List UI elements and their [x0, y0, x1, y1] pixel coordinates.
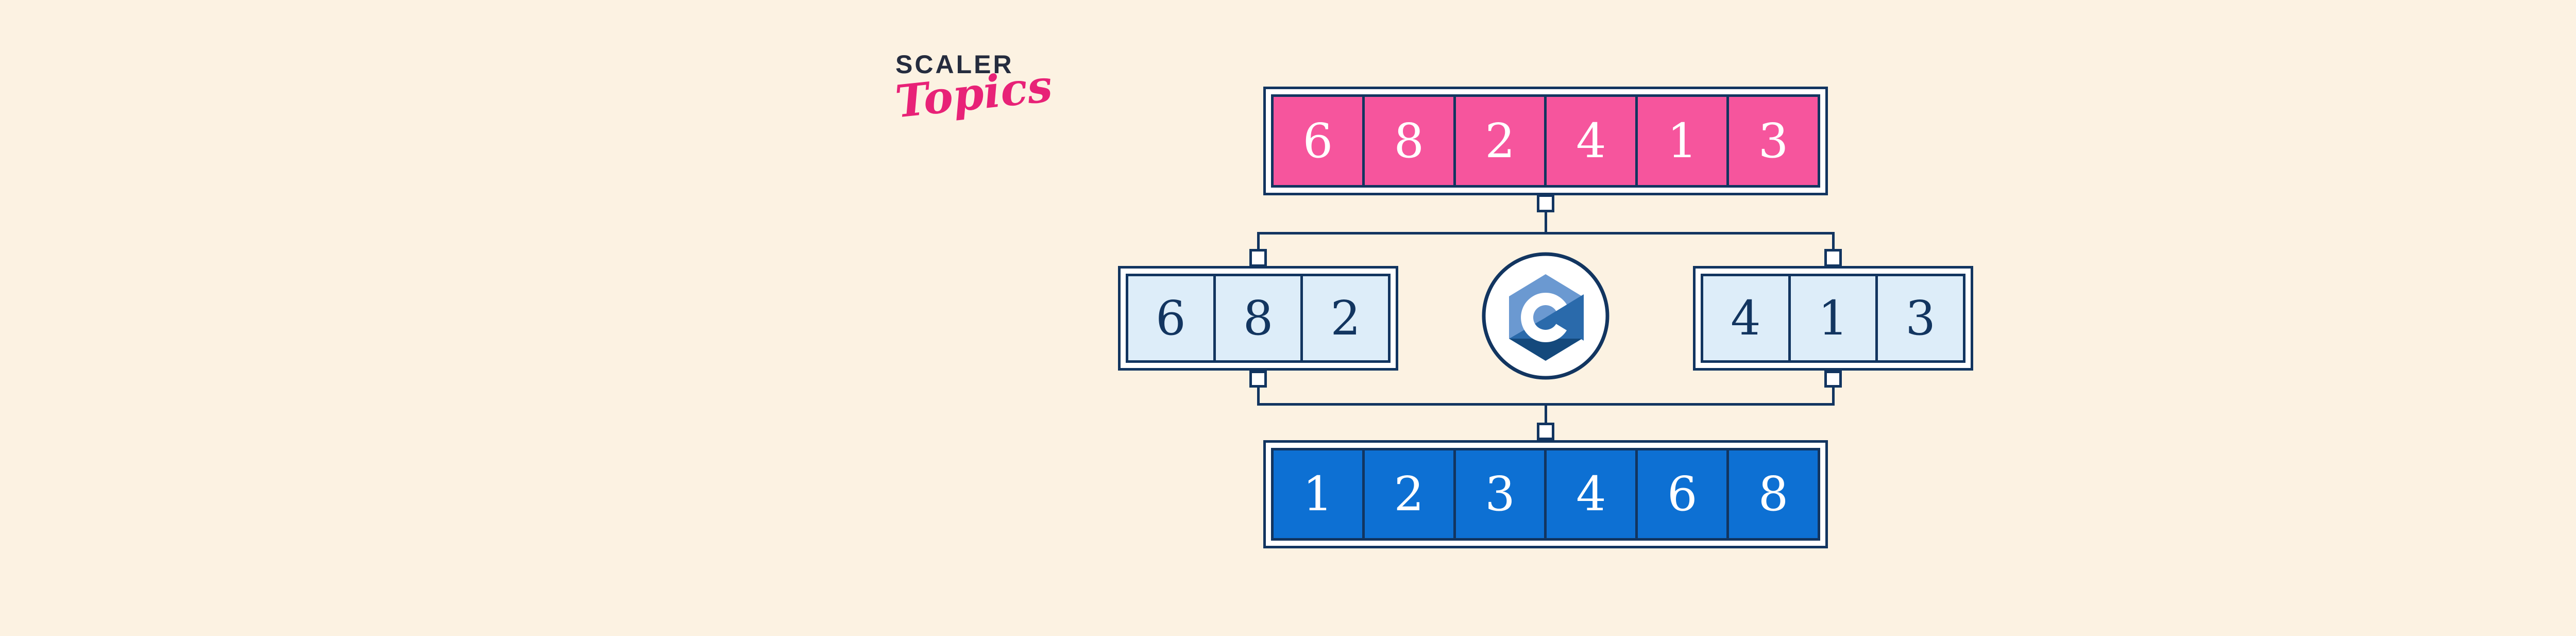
array-cell: 4	[1544, 450, 1636, 538]
array-cell: 2	[1453, 97, 1545, 185]
array-cell: 6	[1635, 450, 1727, 538]
array-cell: 1	[1788, 276, 1876, 360]
array-cell: 3	[1726, 97, 1818, 185]
array-row: 4 1 3	[1701, 274, 1965, 363]
array-box-unsorted: 6 8 2 4 1 3	[1263, 87, 1828, 195]
scaler-topics-logo: SCALER Topics	[893, 49, 1055, 128]
connector-line	[1257, 232, 1260, 249]
connector-stub	[1537, 194, 1554, 212]
connector-line	[1832, 232, 1835, 249]
array-cell: 4	[1544, 97, 1636, 185]
connector-line	[1257, 403, 1835, 406]
connector-line	[1545, 212, 1547, 232]
connector-stub	[1537, 423, 1554, 440]
array-box-left-half: 6 8 2	[1118, 266, 1398, 371]
array-cell: 6	[1128, 276, 1213, 360]
connector-line	[1257, 387, 1260, 403]
array-cell: 4	[1703, 276, 1788, 360]
topics-wordmark: Topics	[893, 60, 1055, 128]
array-cell: 8	[1362, 97, 1453, 185]
scaler-wordmark: SCALER	[895, 50, 1014, 79]
array-box-sorted: 1 2 3 4 6 8	[1263, 440, 1828, 548]
array-cell: 3	[1453, 450, 1545, 538]
array-row: 6 8 2 4 1 3	[1271, 94, 1820, 188]
array-cell: 2	[1362, 450, 1453, 538]
array-cell: 8	[1213, 276, 1301, 360]
array-row: 6 8 2	[1126, 274, 1391, 363]
connector-stub	[1249, 371, 1267, 388]
array-row: 1 2 3 4 6 8	[1271, 448, 1820, 541]
array-cell: 2	[1300, 276, 1388, 360]
c-language-logo-icon	[1482, 252, 1609, 380]
connector-stub	[1824, 249, 1842, 267]
array-cell: 1	[1635, 97, 1727, 185]
array-cell: 8	[1726, 450, 1818, 538]
array-cell: 1	[1274, 450, 1362, 538]
connector-line	[1832, 387, 1835, 403]
connector-stub	[1824, 371, 1842, 388]
connector-line	[1545, 406, 1547, 423]
connector-line	[1257, 232, 1835, 235]
array-box-right-half: 4 1 3	[1693, 266, 1973, 371]
array-cell: 3	[1875, 276, 1963, 360]
connector-stub	[1249, 249, 1267, 267]
array-cell: 6	[1274, 97, 1362, 185]
